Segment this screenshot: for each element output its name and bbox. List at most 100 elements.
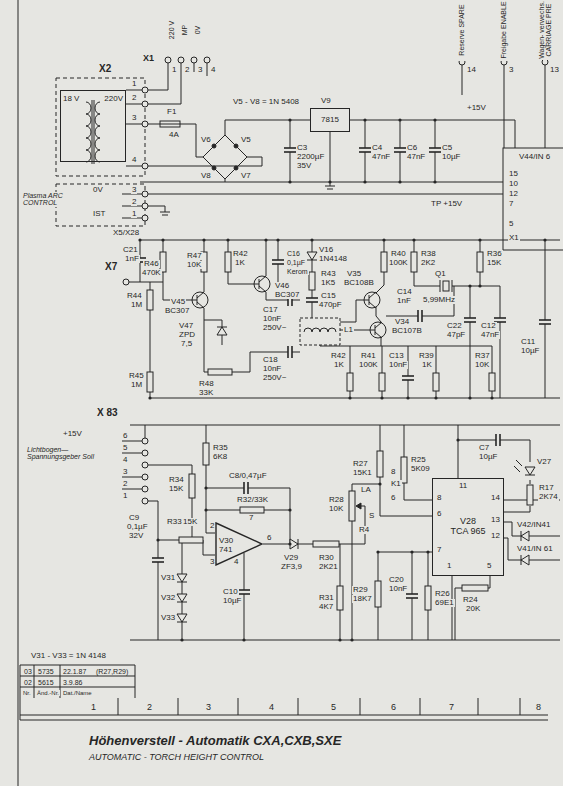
junction-dot — [156, 538, 159, 541]
label: +15V — [466, 104, 487, 112]
capacitor-gap — [288, 346, 292, 358]
terminal-symbol — [191, 57, 197, 63]
label: V44/IN 6 — [518, 153, 551, 161]
label: 5735 — [37, 668, 55, 675]
label: V31 - V33 = 1N 4148 — [30, 652, 107, 660]
terminal-symbol — [142, 215, 148, 221]
capacitor-plate — [499, 434, 501, 446]
capacitor-gap — [402, 376, 414, 380]
label: V6 — [200, 136, 212, 144]
label: C9 — [128, 514, 140, 522]
terminal-symbol — [142, 486, 148, 492]
transistor-leads — [254, 276, 266, 292]
diode-bar — [177, 602, 187, 603]
bridge-diode-mark — [212, 166, 216, 170]
label: 2 — [146, 703, 153, 712]
diode-body — [217, 327, 227, 335]
resistor-symbol — [240, 507, 264, 513]
transistor-symbol — [370, 322, 386, 338]
label: R37 — [474, 352, 491, 360]
label: 3 — [209, 558, 215, 566]
junction-dot — [288, 508, 291, 511]
led-arrows — [514, 460, 522, 472]
label: 11 — [458, 482, 468, 490]
junction-dot — [288, 180, 291, 183]
junction-dot — [376, 550, 379, 553]
label: 15 — [508, 170, 519, 178]
ic-box: V28TCA 965 — [432, 478, 504, 576]
label: 3 — [205, 703, 212, 712]
capacitor-plate — [494, 317, 506, 319]
resistor-symbol — [433, 373, 439, 391]
resistor-symbol — [313, 541, 339, 547]
label: 5 — [486, 562, 492, 570]
label: R42 — [330, 352, 347, 360]
wires — [20, 63, 560, 720]
diode-body — [307, 252, 317, 260]
label: R17 — [538, 484, 555, 492]
junction-dot — [288, 542, 291, 545]
label: 69E1 — [434, 599, 455, 607]
capacitor-gap — [496, 434, 500, 446]
capacitor-plate — [152, 557, 164, 559]
resistor-symbol — [381, 252, 387, 272]
label: 2 — [131, 198, 137, 206]
label: X2 — [98, 64, 112, 74]
drawing-title: Höhenverstell - Automatik CXA,CXB,SXE — [88, 734, 342, 747]
label: 3 — [131, 186, 137, 194]
diode-body — [521, 555, 529, 565]
label: C13 — [388, 352, 405, 360]
label: C10 — [222, 588, 239, 596]
diode-body — [177, 574, 187, 582]
label: 10nF — [262, 315, 282, 323]
x2-connector-outline — [56, 78, 145, 176]
label: V5 - V8 = 1N 5408 — [232, 98, 300, 106]
label: Lichtbogen— Spannungsgeber Soll — [26, 446, 108, 461]
capacitor-gap — [464, 318, 476, 322]
terminal-symbol — [142, 87, 148, 93]
junction-dot — [180, 638, 183, 641]
label: V32 — [160, 594, 176, 602]
label: V8 — [200, 172, 212, 180]
label: 10µF — [478, 453, 498, 461]
label: 5,99MHz — [422, 296, 456, 304]
terminal-symbol — [142, 462, 148, 468]
capacitor-plate — [394, 151, 406, 153]
junction-dot — [338, 638, 341, 641]
bridge-diode-mark — [234, 166, 238, 170]
label: 02 — [23, 679, 33, 686]
label: 12 — [490, 532, 501, 540]
label: V47 — [178, 322, 194, 330]
label: 5 — [122, 444, 128, 452]
capacitor-plate — [284, 151, 296, 153]
label: 1 — [122, 492, 128, 500]
label: C21 — [122, 246, 139, 254]
label: Änd.-Nr. — [36, 690, 60, 696]
junction-dot — [410, 550, 413, 553]
capacitor-gap — [244, 482, 248, 494]
label: 1 — [446, 562, 452, 570]
capacitor-plate — [152, 561, 164, 563]
part-name: V28 — [460, 517, 476, 527]
label: ZPD — [178, 331, 196, 339]
label: Dat./Name — [62, 690, 93, 696]
junction-dot — [380, 396, 383, 399]
label: 2 — [122, 480, 128, 488]
label: 5615 — [37, 679, 55, 686]
label: 0,1µF — [126, 523, 149, 531]
label: 100K — [388, 259, 409, 267]
diode-symbol — [177, 614, 187, 622]
label: 15K — [486, 259, 502, 267]
diode-body — [177, 614, 187, 622]
label: 1K — [333, 361, 345, 369]
junction-dot — [328, 180, 331, 183]
label: 250V~ — [262, 374, 287, 382]
label: S — [368, 512, 375, 520]
label: 2K21 — [318, 563, 339, 571]
l1-coil-outline — [300, 318, 340, 345]
capacitor-gap — [306, 298, 318, 302]
label: 6 — [390, 494, 396, 502]
resistor-symbol — [379, 373, 385, 391]
label: R43 — [320, 270, 337, 278]
label: R38 — [420, 250, 437, 258]
